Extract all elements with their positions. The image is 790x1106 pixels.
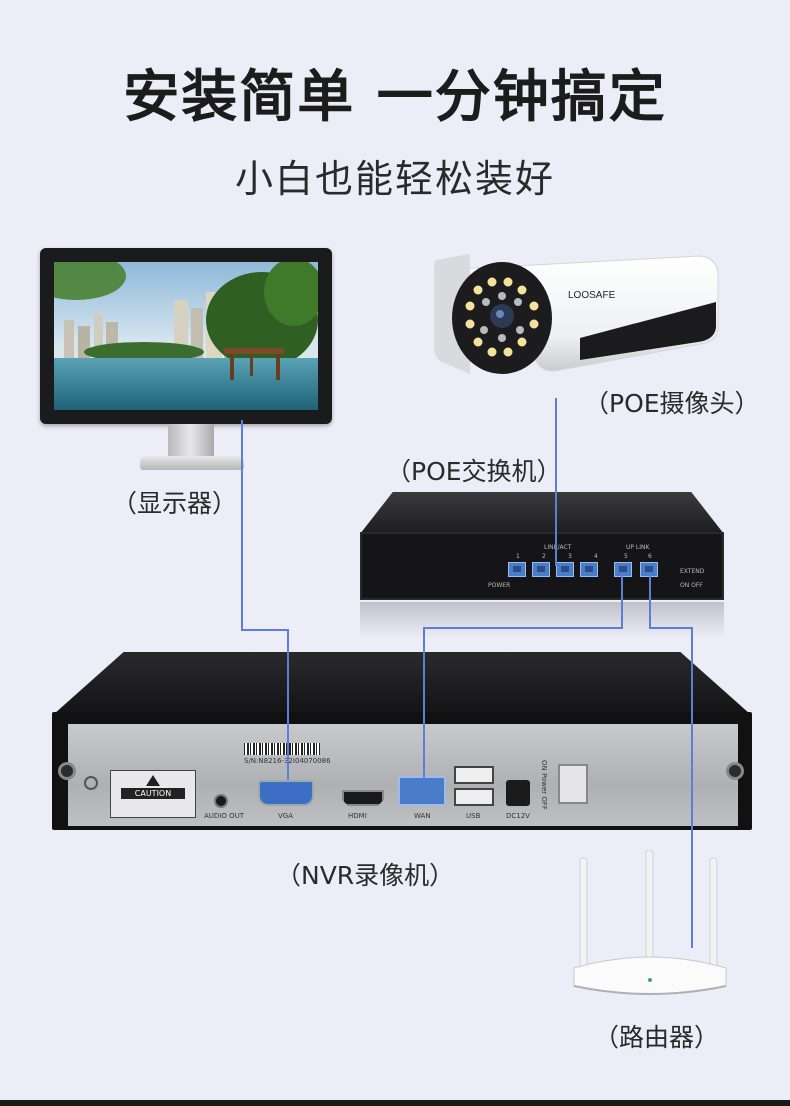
bottom-border — [0, 1100, 790, 1106]
cable-switch-to-nvr-wan — [424, 574, 622, 780]
cable-monitor-to-nvr-vga — [242, 420, 288, 780]
cable-switch-to-router — [650, 574, 692, 948]
